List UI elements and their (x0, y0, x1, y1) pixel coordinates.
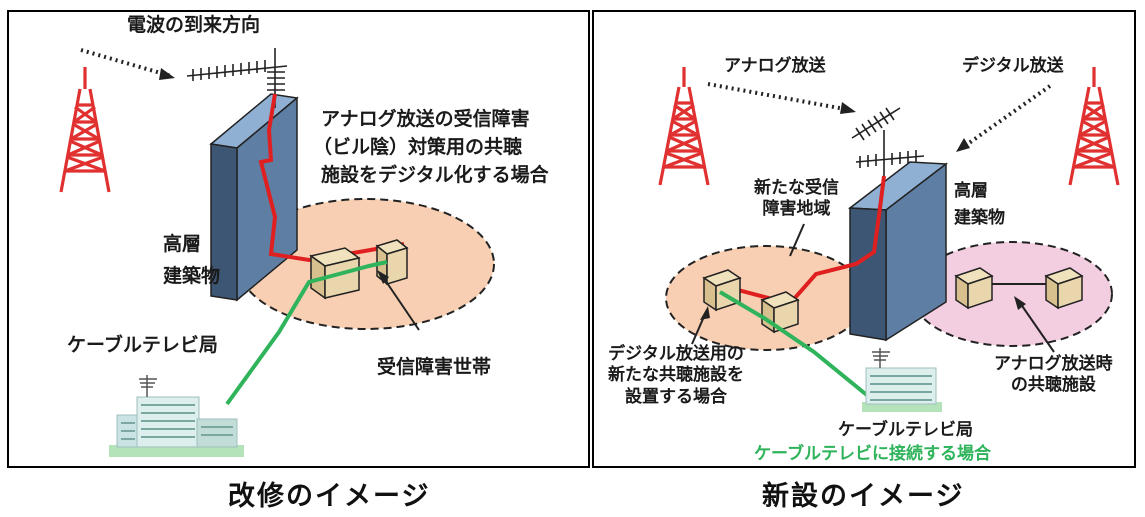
wave-direction-arrow (80, 48, 172, 78)
analog-broadcast-tower-icon (658, 65, 710, 187)
broadcast-tower-icon (59, 65, 111, 194)
wave-direction-label: 電波の到来方向 (127, 14, 261, 36)
renovation-diagram-panel: 電波の到来方向 アナログ放送の受信障害 （ビル陰）対策用の共聴 施設をデジタル化… (7, 10, 590, 468)
renovation-diagram-graphic (59, 48, 495, 458)
description-line-2: （ビル陰）対策用の共聴 (313, 136, 523, 158)
household-left (703, 269, 741, 311)
caption-new-installation: 新設のイメージ (762, 481, 965, 512)
analog-broadcast-label: アナログ放送 (724, 56, 826, 76)
new-area-label: 新たな受信 障害地域 (754, 178, 839, 220)
description-line-3: 施設をデジタル化する場合 (321, 164, 549, 186)
cable-tv-station-icon (108, 374, 245, 458)
cable-connect-label: ケーブルテレビに接続する場合 (754, 444, 991, 464)
cable-tv-station-label: ケーブルテレビ局 (67, 334, 218, 356)
analog-wave-arrow (707, 82, 851, 112)
household-middle (761, 291, 799, 333)
rooftop-antenna-icon (186, 48, 288, 108)
rooftop-antenna-icon (851, 107, 925, 186)
analog-facility-label: アナログ放送時 の共聴施設 (994, 354, 1113, 396)
digital-wave-arrow (960, 84, 1052, 150)
digital-broadcast-label: デジタル放送 (962, 56, 1064, 76)
digital-broadcast-tower-icon (1068, 65, 1120, 187)
cable-tv-station-icon (862, 348, 942, 412)
building-label: 高層 建築物 (954, 181, 1005, 229)
cable-tv-line (225, 260, 388, 406)
affected-households-label: 受信障害世帯 (377, 356, 492, 378)
affected-household-1 (309, 247, 361, 300)
signal-cable (720, 175, 886, 311)
new-installation-diagram-graphic (658, 65, 1120, 412)
description-line-1: アナログ放送の受信障害 (321, 108, 530, 130)
caption-renovation: 改修のイメージ (228, 481, 431, 512)
new-installation-diagram-panel: アナログ放送 デジタル放送 新たな受信 障害地域 高層 建築物 デジタル放送用の… (592, 10, 1136, 468)
building-label: 高層 建築物 (163, 233, 221, 288)
household-analog-1 (955, 267, 993, 309)
cable-tv-station-label: ケーブルテレビ局 (838, 420, 973, 440)
cable-tv-line (718, 290, 870, 398)
analog-shared-zone (911, 241, 1113, 347)
household-analog-2 (1045, 267, 1083, 309)
digital-facility-label: デジタル放送用の 新たな共聴施設を 設置する場合 (608, 344, 744, 407)
